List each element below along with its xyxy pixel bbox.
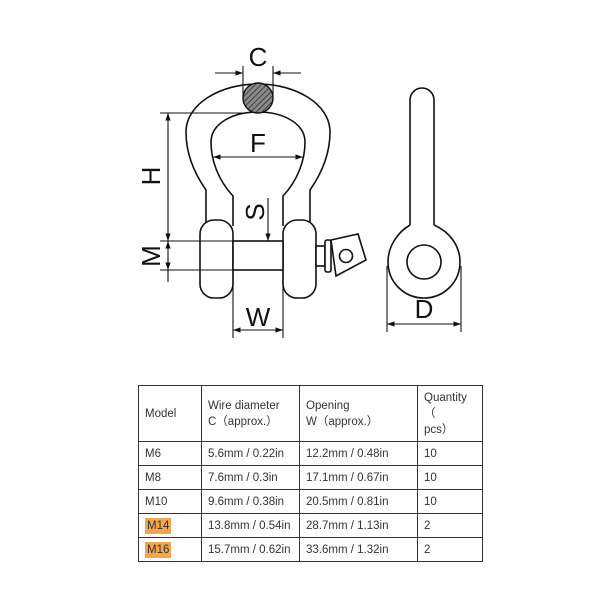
cell-quantity: 2 <box>417 537 483 562</box>
table-row: M8 7.6mm / 0.3in 17.1mm / 0.67in 10 <box>138 465 483 490</box>
shackle-diagram: C F H S M W D <box>136 42 462 338</box>
cell-quantity: 10 <box>417 489 483 514</box>
header-opening: Opening W（approx.） <box>299 385 418 442</box>
table-row: M10 9.6mm / 0.38in 20.5mm / 0.81in 10 <box>138 489 483 514</box>
cell-wire: 13.8mm / 0.54in <box>201 513 300 538</box>
cell-opening: 33.6mm / 1.32in <box>299 537 418 562</box>
header-quantity-line2: pcs） <box>424 423 454 436</box>
shackle-front-view <box>185 83 367 299</box>
cell-model: M16 <box>138 537 202 562</box>
wire-cross-section <box>242 82 274 114</box>
cell-model: M8 <box>138 465 202 490</box>
header-opening-line1: Opening <box>306 399 350 412</box>
cell-opening: 12.2mm / 0.48in <box>299 441 418 466</box>
dimension-lines <box>160 66 303 338</box>
label-d: D <box>415 294 434 324</box>
cell-quantity: 2 <box>417 513 483 538</box>
shackle-side-view <box>387 87 461 299</box>
header-wire-diameter: Wire diameter C（approx.） <box>201 385 300 442</box>
table-row: M14 13.8mm / 0.54in 28.7mm / 1.13in 2 <box>138 513 483 538</box>
cell-wire: 15.7mm / 0.62in <box>201 537 300 562</box>
header-wire-line2: C（approx.） <box>208 415 278 428</box>
cell-wire: 7.6mm / 0.3in <box>201 465 300 490</box>
cell-wire: 9.6mm / 0.38in <box>201 489 300 514</box>
label-f: F <box>250 128 266 158</box>
header-quantity-line1: Quantity（ <box>424 391 467 420</box>
spec-table: Model Wire diameter C（approx.） Opening W… <box>138 385 483 562</box>
model-highlight-badge: M14 <box>145 517 172 534</box>
cell-quantity: 10 <box>417 441 483 466</box>
table-row: M6 5.6mm / 0.22in 12.2mm / 0.48in 10 <box>138 441 483 466</box>
cell-opening: 20.5mm / 0.81in <box>299 489 418 514</box>
label-m: M <box>136 245 166 267</box>
cell-opening: 28.7mm / 1.13in <box>299 513 418 538</box>
cell-model: M6 <box>138 441 202 466</box>
cell-model: M10 <box>138 489 202 514</box>
label-h: H <box>136 167 166 186</box>
header-opening-line2: W（approx.） <box>306 415 379 428</box>
label-w: W <box>246 302 271 332</box>
header-wire-line1: Wire diameter <box>208 399 280 412</box>
cell-quantity: 10 <box>417 465 483 490</box>
label-s: S <box>240 203 270 220</box>
table-row: M16 15.7mm / 0.62in 33.6mm / 1.32in 2 <box>138 537 483 562</box>
side-dimension-lines <box>386 266 462 332</box>
model-text: M10 <box>145 495 168 508</box>
header-quantity: Quantity（ pcs） <box>417 385 483 442</box>
model-highlight-badge: M16 <box>145 541 172 558</box>
label-c: C <box>249 42 268 72</box>
header-model: Model <box>138 385 202 442</box>
model-text: M8 <box>145 471 161 484</box>
cell-opening: 17.1mm / 0.67in <box>299 465 418 490</box>
table-header-row: Model Wire diameter C（approx.） Opening W… <box>138 385 483 442</box>
model-text: M6 <box>145 447 161 460</box>
cell-model: M14 <box>138 513 202 538</box>
cell-wire: 5.6mm / 0.22in <box>201 441 300 466</box>
